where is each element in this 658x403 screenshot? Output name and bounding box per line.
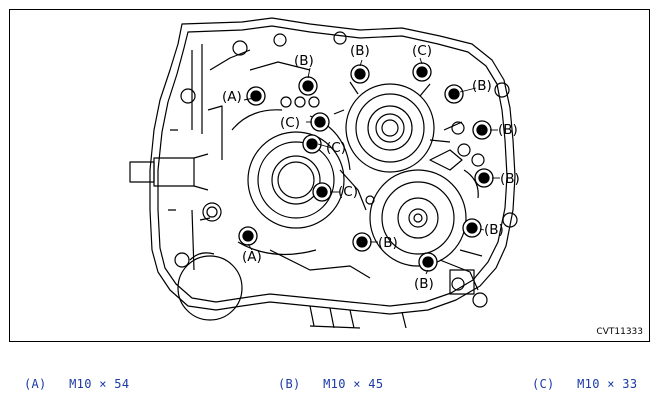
bolt-a-2: [238, 226, 258, 246]
callout-c: (C): [280, 115, 300, 131]
callout-b: (B): [472, 78, 492, 94]
bolt-c-3: [302, 134, 322, 154]
callout-c: (C): [326, 140, 346, 156]
callout-a: (A): [242, 249, 262, 265]
bolt-b-4: [472, 120, 492, 140]
bolt-c-4: [312, 182, 332, 202]
bolt-b-6: [462, 218, 482, 238]
callout-c: (C): [338, 184, 358, 200]
bolt-b-5: [474, 168, 494, 188]
callout-b: (B): [414, 276, 434, 292]
legend-spec: M10 × 54: [69, 377, 130, 391]
bolt-b-8: [418, 252, 438, 272]
callout-b: (B): [484, 222, 504, 238]
bolt-c-1: [412, 62, 432, 82]
bolt-b-3: [444, 84, 464, 104]
legend-key: (B): [278, 377, 301, 391]
callout-a: (A): [222, 89, 242, 105]
legend-spec: M10 × 33: [577, 377, 638, 391]
legend-key: (A): [24, 377, 47, 391]
bolt-b-1: [298, 76, 318, 96]
transmission-case-drawing: (A) (A) (B) (B) (C) (B) (B) (B) (B) (B) …: [129, 17, 520, 329]
callout-b: (B): [500, 171, 520, 187]
legend-spec: M10 × 45: [323, 377, 384, 391]
figure-code: CVT11333: [596, 327, 643, 337]
bolt-b-2: [350, 64, 370, 84]
bolt-c-2: [310, 112, 330, 132]
case-outline: [129, 17, 518, 329]
legend-item-c: (C) M10 × 33: [532, 377, 637, 391]
callout-c: (C): [412, 43, 432, 59]
callout-labels: (A) (A) (B) (B) (C) (B) (B) (B) (B) (B) …: [222, 43, 520, 292]
legend-item-a: (A) M10 × 54: [24, 377, 129, 391]
figure-frame: (A) (A) (B) (B) (C) (B) (B) (B) (B) (B) …: [9, 9, 650, 342]
bolt-b-7: [352, 232, 372, 252]
legend-key: (C): [532, 377, 555, 391]
callout-b: (B): [350, 43, 370, 59]
bolt-a-1: [246, 86, 266, 106]
callout-b: (B): [498, 122, 518, 138]
leader-lines: [243, 57, 500, 275]
callout-b: (B): [294, 53, 314, 69]
bolt-heads: [238, 62, 494, 272]
callout-b: (B): [378, 235, 398, 251]
legend-item-b: (B) M10 × 45: [278, 377, 383, 391]
